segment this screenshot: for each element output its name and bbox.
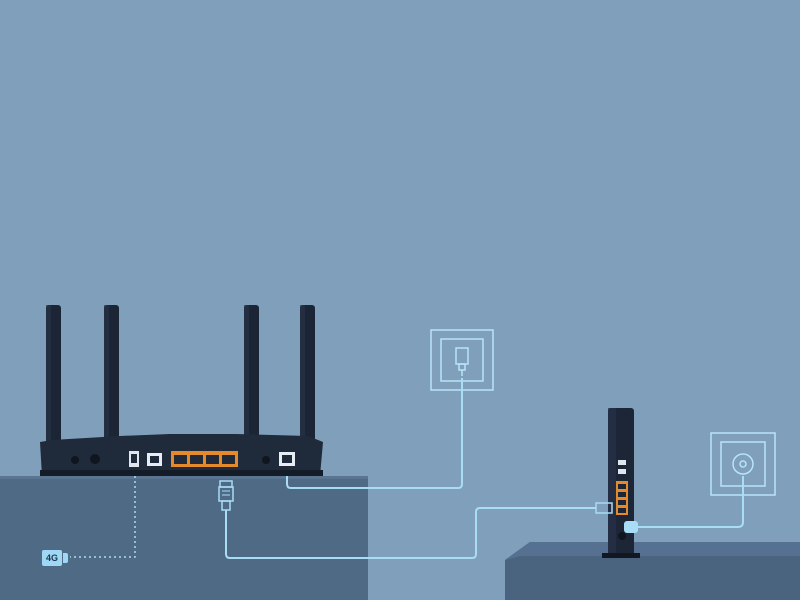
modem — [595, 408, 640, 558]
left-shelf — [0, 476, 368, 600]
router — [40, 305, 323, 476]
usb-dongle-label: 4G — [45, 553, 58, 563]
dsl-cable — [286, 378, 463, 489]
cables — [225, 378, 744, 559]
ethernet-cable — [225, 507, 596, 559]
right-shelf — [505, 542, 800, 600]
lan-ports — [171, 451, 238, 467]
power-cable — [638, 476, 744, 528]
ethernet-connector-icon — [218, 480, 234, 511]
usb-dotted-line — [70, 476, 136, 558]
usb-4g-dongle-icon: 4G — [42, 550, 68, 566]
